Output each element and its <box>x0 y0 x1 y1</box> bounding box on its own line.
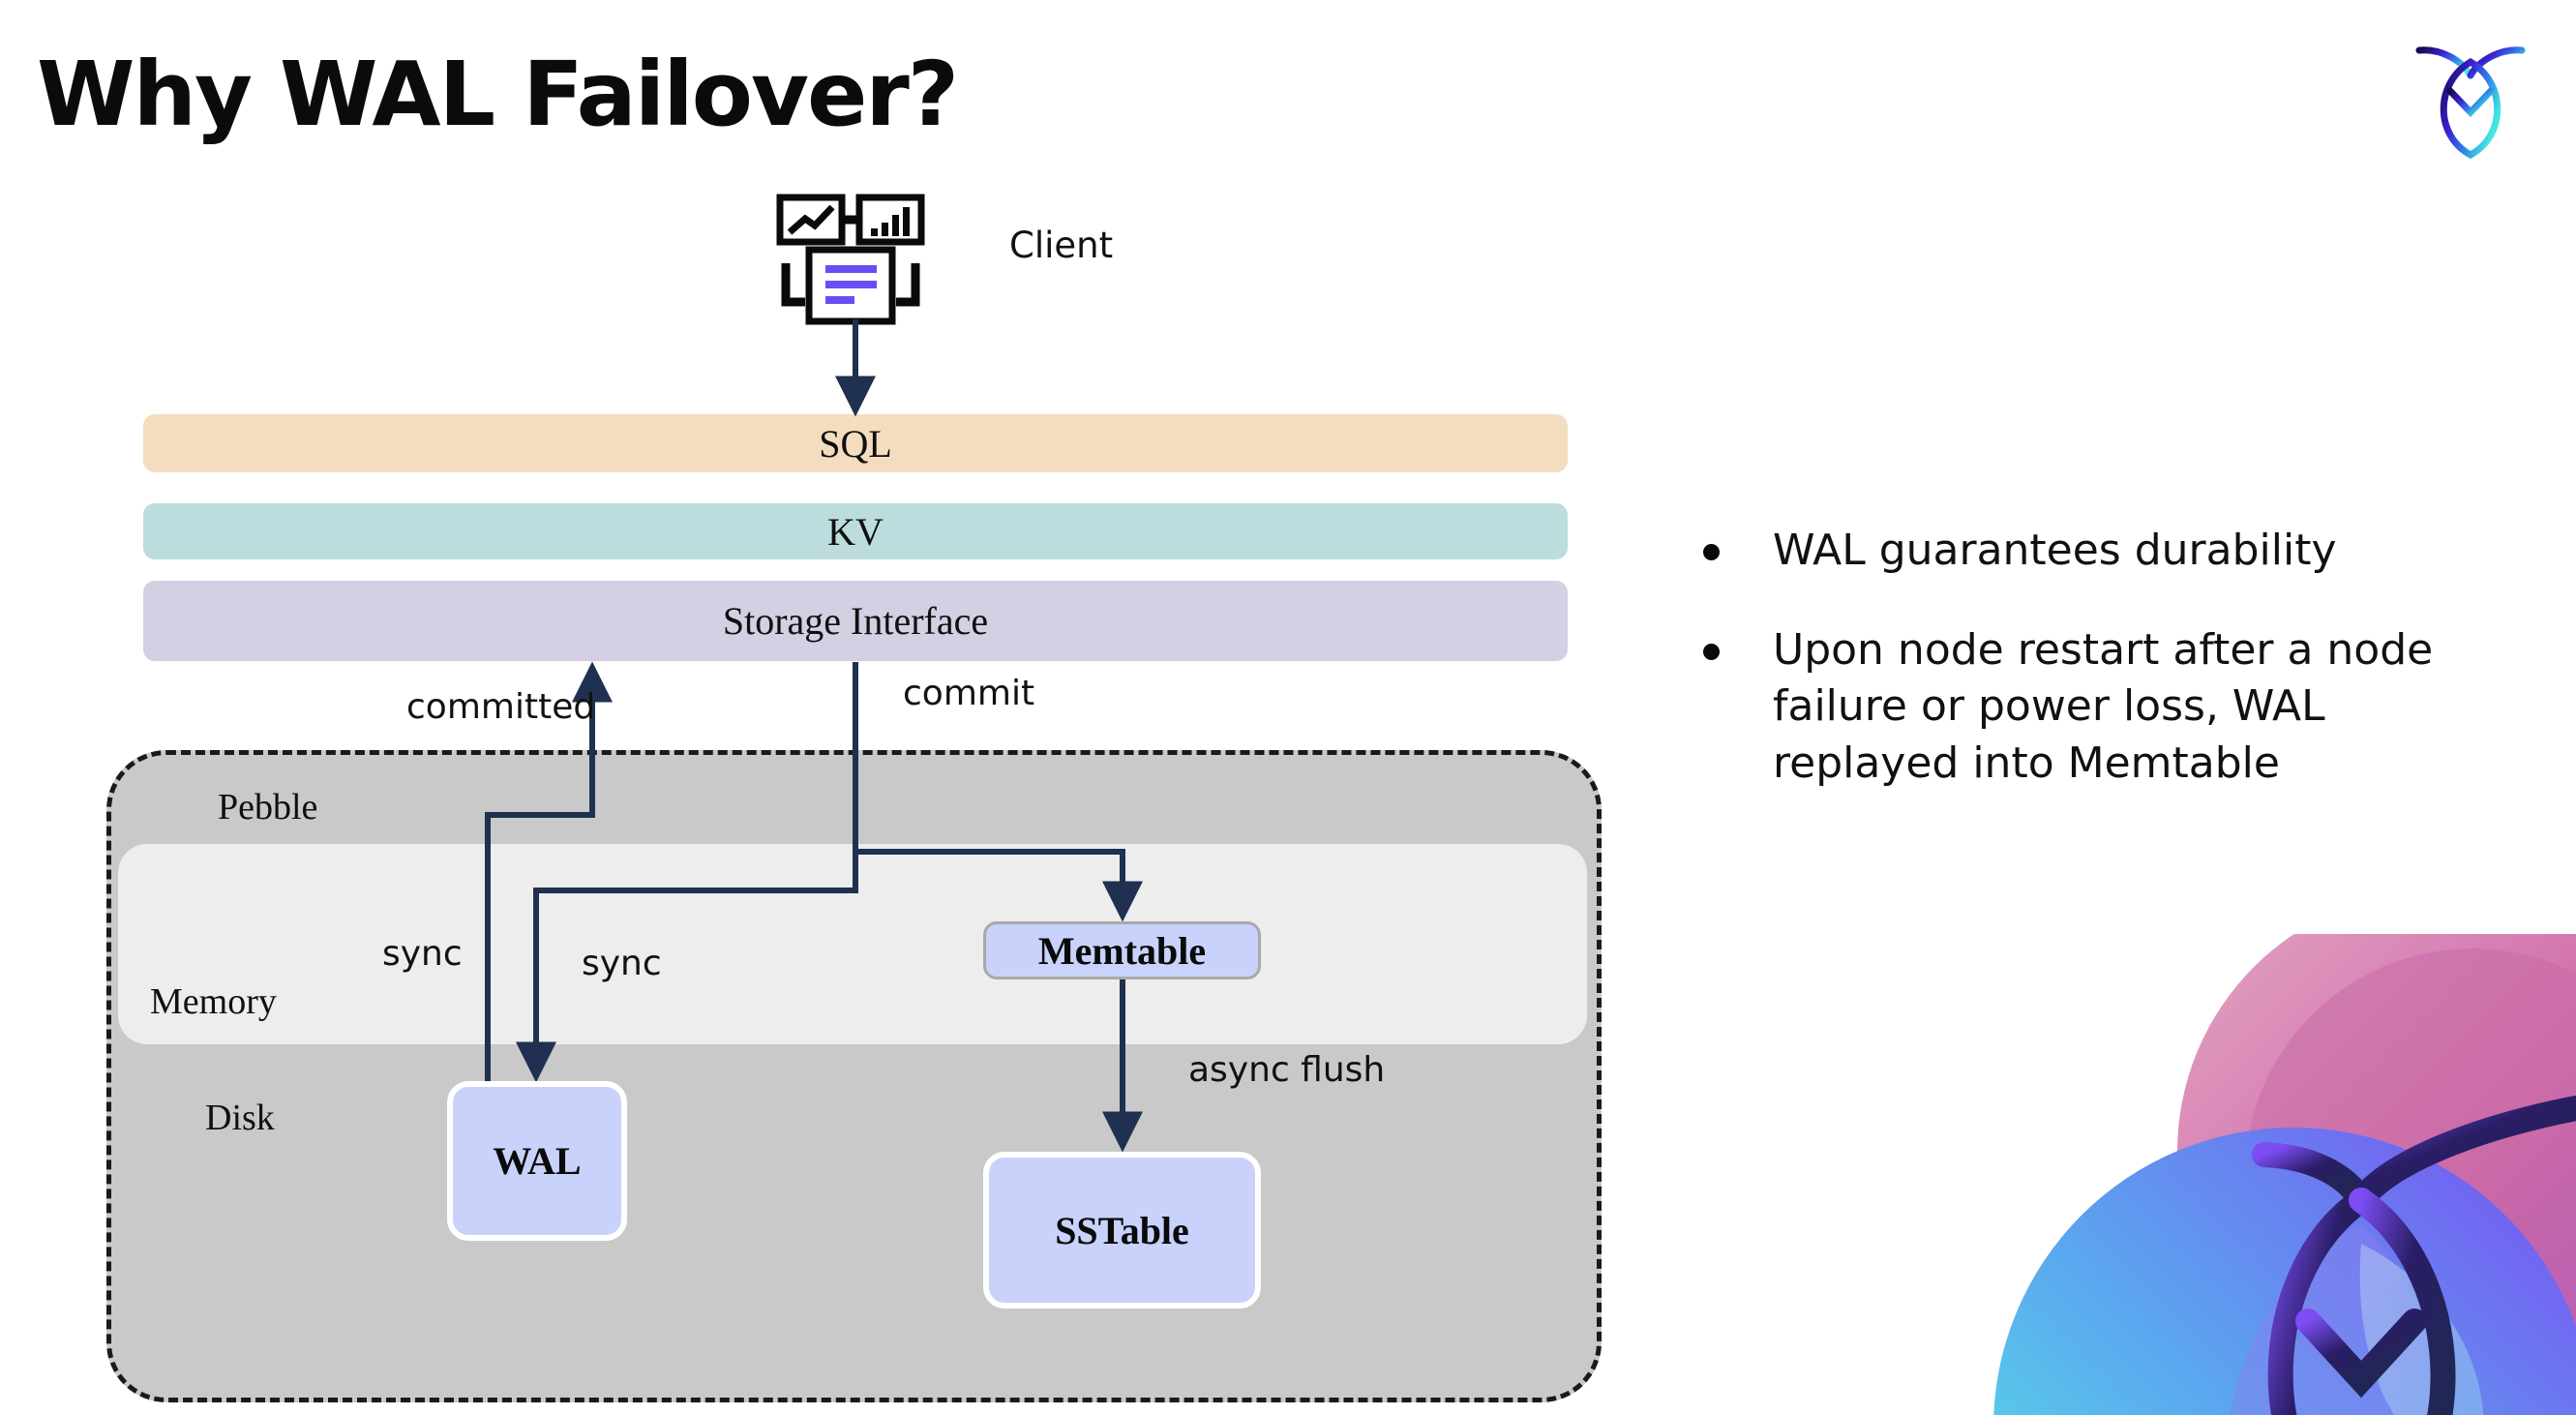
page-title: Why WAL Failover? <box>37 43 959 146</box>
layer-bar-storage-interface: Storage Interface <box>143 581 1568 661</box>
list-item: Upon node restart after a node failure o… <box>1703 622 2516 793</box>
edge-label-committed: committed <box>406 687 596 727</box>
layer-bar-kv: KV <box>143 503 1568 559</box>
node-wal: WAL <box>447 1081 627 1241</box>
edge-label-async-flush: async flush <box>1188 1050 1386 1090</box>
pebble-label: Pebble <box>218 787 318 828</box>
bullet-text: Upon node restart after a node failure o… <box>1773 624 2434 788</box>
memory-label: Memory <box>150 981 277 1022</box>
client-label: Client <box>1009 225 1114 266</box>
node-label-sstable: SSTable <box>1055 1208 1189 1252</box>
layer-label-storage-interface: Storage Interface <box>722 599 989 643</box>
node-label-wal: WAL <box>493 1139 582 1183</box>
bullet-dot-icon <box>1703 643 1720 660</box>
client-dashboard-icon <box>774 194 929 339</box>
list-item: WAL guarantees durability <box>1703 523 2516 580</box>
cockroachdb-logo <box>2408 27 2533 163</box>
edge-label-commit: commit <box>903 674 1035 713</box>
node-sstable: SSTable <box>983 1152 1261 1309</box>
layer-bar-sql: SQL <box>143 414 1568 472</box>
bullet-text: WAL guarantees durability <box>1773 526 2337 575</box>
decorative-gradient-circles <box>1974 934 2576 1415</box>
disk-label: Disk <box>205 1098 275 1138</box>
edge-label-sync-right: sync <box>582 944 662 983</box>
bullet-list: WAL guarantees durability Upon node rest… <box>1703 523 2516 834</box>
memory-region <box>118 844 1587 1044</box>
layer-label-kv: KV <box>827 509 884 554</box>
edge-label-sync-left: sync <box>382 934 463 974</box>
bullet-dot-icon <box>1703 544 1720 560</box>
layer-label-sql: SQL <box>819 421 892 466</box>
node-label-memtable: Memtable <box>1037 928 1207 973</box>
node-memtable: Memtable <box>983 921 1261 979</box>
